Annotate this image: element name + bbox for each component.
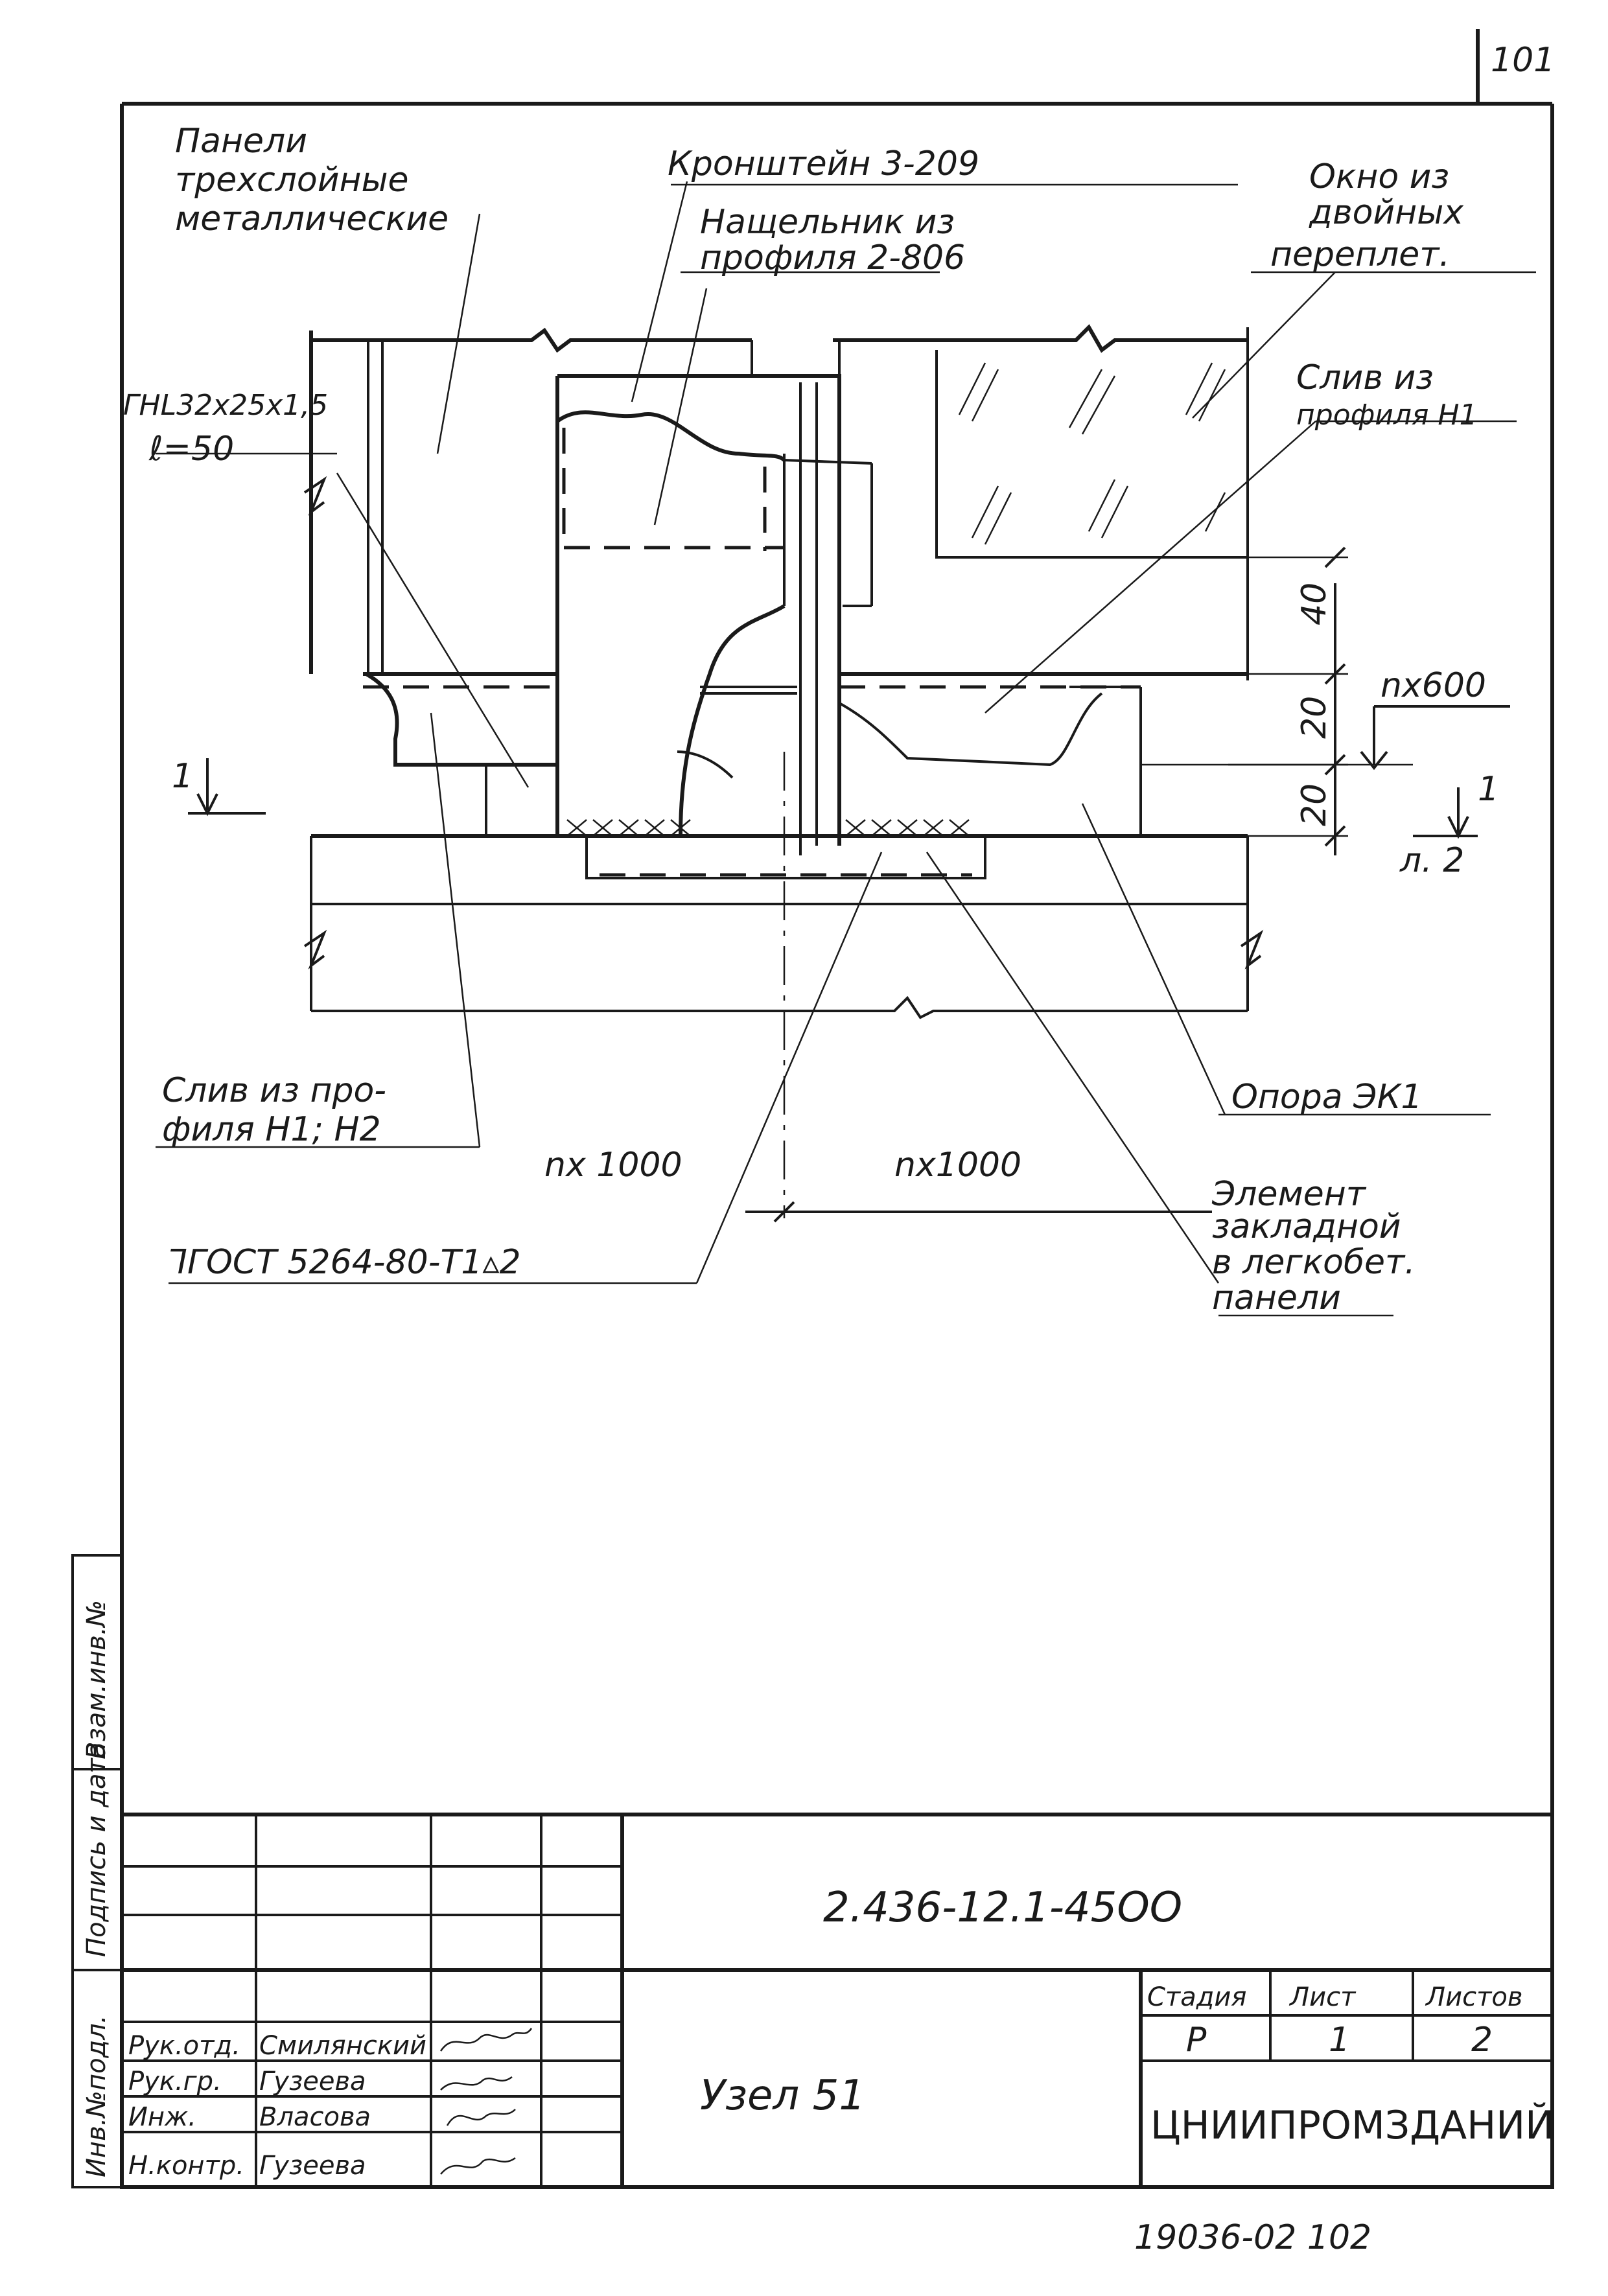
side-label-replace: Взам.инв.№ — [82, 1600, 111, 1759]
role-control: Н.контр. — [128, 2151, 244, 2181]
dimension-labels: 40 20 20 nx600 nx 1000 nx1000 1 1 л. 2 — [172, 583, 1499, 1185]
label-drip-bottom-line1: Слив из про- — [162, 1071, 386, 1110]
title-block: 2.436-12.1-45ОО Узел 51 Стадия Лист Лист… — [120, 1813, 1554, 2189]
role-head: Рук.отд. — [128, 2031, 240, 2061]
footer-number: 19036-02 102 — [1134, 2218, 1371, 2257]
side-label-signature: Подпись и дата — [82, 1743, 111, 1957]
label-embedded-line3: в легкобет. — [1212, 1243, 1416, 1282]
side-stamp: Инв.№подл. Подпись и дата Взам.инв.№ — [71, 1554, 123, 2188]
label-drip-top-line1: Слив из — [1296, 358, 1434, 397]
glass-hatching — [958, 362, 1226, 545]
label-embedded-line4: панели — [1212, 1279, 1341, 1317]
drawing-labels: Панели трехслойные металлические Кронште… — [123, 122, 1478, 1317]
sheet-value: 1 — [1329, 2021, 1350, 2059]
section-sheet-ref: л. 2 — [1399, 841, 1464, 880]
label-drip-bottom-line2: филя Н1; Н2 — [162, 1110, 381, 1149]
label-panels-line2: трехслойные — [175, 161, 409, 200]
role-engineer: Инж. — [128, 2102, 196, 2132]
dim-40: 40 — [1295, 583, 1334, 625]
label-window-line2: двойных — [1309, 193, 1464, 232]
doc-code: 2.436-12.1-45ОО — [823, 1884, 1182, 1932]
stage-header: Стадия — [1147, 1982, 1246, 2012]
dim-20-upper: 20 — [1295, 696, 1334, 739]
label-bracket: Кронштейн 3-209 — [668, 145, 979, 183]
node-title: Узел 51 — [700, 2072, 865, 2120]
label-panels-line3: металлические — [175, 200, 449, 238]
side-label-inv: Инв.№подл. — [82, 2015, 111, 2177]
sheets-value: 2 — [1471, 2021, 1493, 2059]
label-panels-line1: Панели — [175, 122, 307, 161]
node-drawing — [156, 181, 1536, 1317]
label-drip-top-line2: профиля Н1 — [1296, 399, 1478, 432]
label-batten-line1: Нащельник из — [700, 203, 955, 242]
name-engineer: Власова — [259, 2102, 371, 2132]
dim-n1000-right: nx1000 — [894, 1146, 1021, 1185]
label-angle-line1: ГНL32x25x1,5 — [123, 389, 328, 422]
section-mark-right: 1 — [1478, 770, 1499, 809]
label-angle-line2: ℓ=50 — [148, 430, 234, 469]
sheets-header: Листов — [1425, 1982, 1522, 2012]
dim-n600: nx600 — [1381, 666, 1486, 705]
stage-value: Р — [1186, 2021, 1207, 2059]
section-mark-left: 1 — [172, 757, 193, 796]
label-weld: ⅂ГОСТ 5264-80-Т1▵2 — [169, 1243, 521, 1282]
label-support: Опора ЭК1 — [1231, 1078, 1422, 1117]
name-head: Смилянский — [259, 2031, 426, 2061]
label-batten-line2: профиля 2-806 — [700, 238, 965, 277]
label-embedded-line1: Элемент — [1211, 1175, 1367, 1214]
label-embedded-line2: закладной — [1212, 1207, 1401, 1246]
signatures — [439, 2028, 533, 2175]
name-group: Гузеева — [259, 2067, 366, 2096]
dim-n1000-left: nx 1000 — [544, 1146, 682, 1185]
label-window-line1: Окно из — [1309, 157, 1449, 196]
dim-20-lower: 20 — [1295, 783, 1334, 826]
role-group: Рук.гр. — [128, 2067, 222, 2096]
sheet-header: Лист — [1288, 1982, 1357, 2012]
weld-marks — [566, 819, 970, 837]
label-window-line3: переплет. — [1270, 235, 1450, 274]
name-control: Гузеева — [259, 2151, 366, 2181]
page-number: 101 — [1491, 41, 1555, 80]
organization: ЦНИИПРОМЗДАНИЙ — [1150, 2102, 1554, 2148]
